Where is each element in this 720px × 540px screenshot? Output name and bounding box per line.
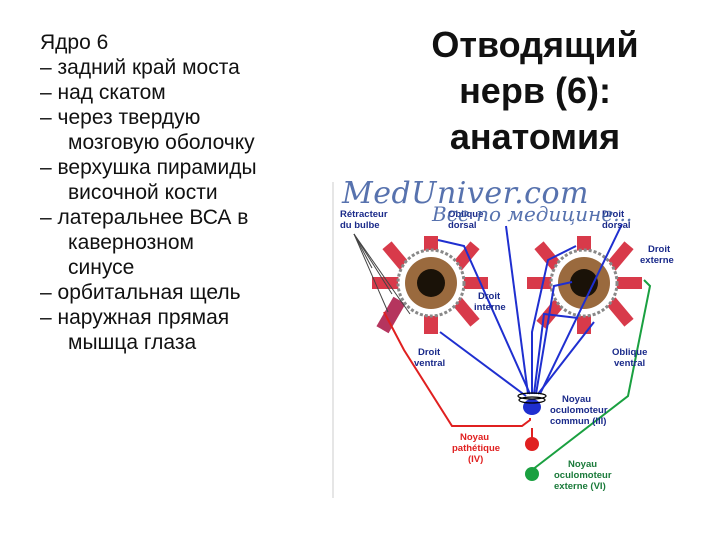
nucleus-iv-marker <box>525 437 539 451</box>
bullet-item: – наружная прямая <box>40 306 230 329</box>
left-eye-group <box>372 236 488 334</box>
title-line: анатомия <box>449 116 621 157</box>
bullet-item-continuation: мозговую оболочку <box>68 131 255 154</box>
slide-title: Отводящий нерв (6): анатомия <box>395 22 675 160</box>
left-pupil <box>417 269 445 297</box>
title-line: нерв (6): <box>459 70 611 111</box>
watermark-main: MedUniver.com <box>342 176 589 211</box>
bullet-item: – верхушка пирамиды <box>40 156 257 179</box>
bullet-item: – орбитальная щель <box>40 281 241 304</box>
bullet-heading: Ядро 6 <box>40 31 109 54</box>
bullet-list: Ядро 6 – задний край моста – над скатом … <box>40 30 340 355</box>
muscle-right <box>612 277 642 289</box>
muscle-top-right <box>606 241 634 271</box>
bullet-item-continuation: синусе <box>68 256 135 279</box>
nucleus-iii-rings <box>517 392 547 404</box>
nucleus-iii-marker <box>523 399 541 415</box>
muscle-bottom-right <box>452 297 480 327</box>
bullet-item-continuation: мышца глаза <box>68 331 197 354</box>
muscle-top-left <box>382 241 410 271</box>
bullet-item: – над скатом <box>40 81 166 104</box>
nerve-vi <box>531 279 652 471</box>
muscle-bottom-right <box>606 297 634 327</box>
nucleus-vi-marker <box>525 467 539 481</box>
retractor-pointers <box>353 233 411 315</box>
bullet-item: – через твердую <box>40 106 201 129</box>
title-line: Отводящий <box>431 24 639 65</box>
right-eye-group <box>527 236 642 334</box>
retractor-muscle <box>376 296 406 334</box>
muscle-top-left <box>534 241 562 271</box>
muscle-right <box>458 277 488 289</box>
bullet-item-continuation: кавернозном <box>68 231 194 254</box>
bullet-item-continuation: височной кости <box>68 181 218 204</box>
nerve-iii <box>437 223 623 397</box>
bullet-item: – латеральнее ВСА в <box>40 206 249 229</box>
watermark-sub: Все по медицине... <box>432 202 633 226</box>
bullet-item: – задний край моста <box>40 56 240 79</box>
nerve-iv <box>383 311 531 427</box>
